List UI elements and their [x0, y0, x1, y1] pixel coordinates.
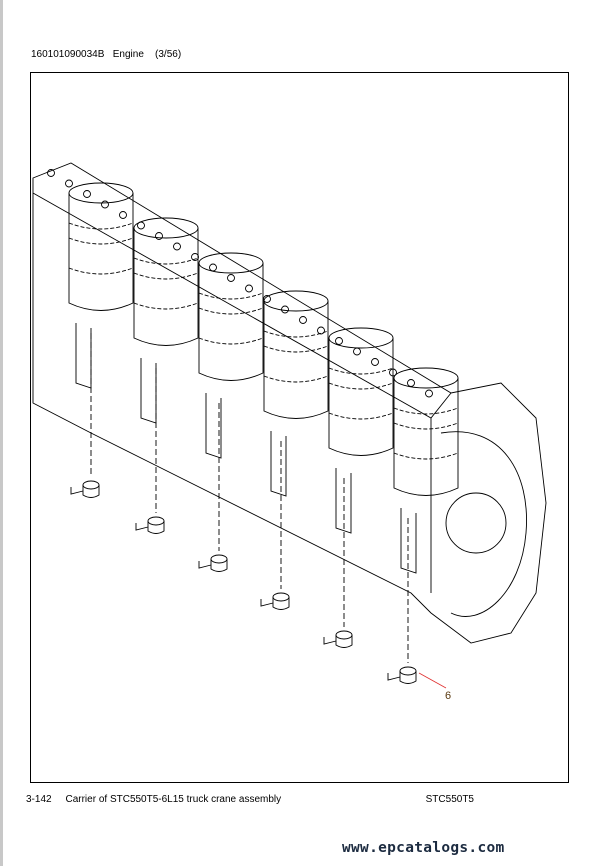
housing-bore [445, 492, 507, 554]
liner-band [198, 292, 264, 300]
nozzle-top [82, 480, 100, 490]
bolt-hole [47, 169, 55, 177]
bolt-hole [407, 379, 415, 387]
cylinder-liner [198, 263, 264, 381]
liner-band [263, 345, 329, 353]
main-bearing-web [75, 323, 92, 389]
liner-band [68, 237, 134, 245]
bolt-hole [227, 274, 235, 282]
liner-band [68, 222, 134, 230]
bolt-hole [83, 190, 91, 198]
cylinder-top [328, 327, 394, 349]
nozzle-body [147, 521, 165, 534]
liner-band [68, 267, 134, 275]
callout-label: 6 [445, 690, 451, 702]
liner-band [198, 307, 264, 315]
liner-band [263, 330, 329, 338]
part-number: 160101090034B [31, 49, 105, 60]
nozzle-pipe [135, 523, 149, 531]
page-edge [0, 0, 3, 866]
nozzle-top [399, 666, 417, 676]
footer-title: Carrier of STC550T5-6L15 truck crane ass… [65, 794, 282, 805]
flywheel-housing [440, 431, 527, 617]
nozzle-top [272, 592, 290, 602]
liner-band [393, 452, 459, 460]
drawing-frame: 6 [30, 72, 569, 783]
nozzle-body [210, 559, 228, 572]
liner-band [328, 367, 394, 375]
nozzle-top [335, 630, 353, 640]
liner-band [133, 272, 199, 280]
main-bearing-web [400, 508, 417, 574]
page-index: (3/56) [155, 49, 182, 60]
liner-band [328, 412, 394, 420]
nozzle-pipe [198, 561, 212, 569]
page-header: 160101090034B Engine (3/56) [31, 49, 181, 60]
main-bearing-web [270, 431, 287, 497]
nozzle-top [147, 516, 165, 526]
bolt-hole [245, 284, 253, 293]
main-bearing-web [140, 358, 157, 424]
liner-band [133, 302, 199, 310]
bolt-hole [173, 242, 181, 251]
liner-band [263, 375, 329, 383]
bolt-hole [155, 232, 163, 240]
leader-line [418, 672, 447, 689]
block-outline [32, 162, 547, 644]
section-name: Engine [112, 49, 144, 60]
nozzle-body [82, 485, 100, 498]
cylinder-liner [263, 301, 329, 419]
main-bearing-web [205, 393, 222, 459]
bolt-hole [281, 305, 289, 314]
model-name: STC550T5 [425, 794, 474, 805]
cylinder-liner [328, 338, 394, 456]
liner-band [198, 337, 264, 345]
nozzle-top [210, 554, 228, 564]
nozzle-body [335, 635, 353, 648]
bolt-hole [65, 179, 73, 188]
bolt-hole [299, 316, 307, 324]
page-number: 3-142 [26, 794, 52, 805]
cylinder-top [198, 252, 264, 274]
engine-block-drawing: 6 [32, 162, 547, 702]
liner-band [328, 382, 394, 390]
nozzle-pipe [70, 487, 84, 495]
bolt-hole [101, 200, 109, 209]
bolt-hole [371, 358, 379, 366]
bolt-hole [335, 337, 343, 345]
cylinder-liner [393, 378, 459, 496]
cylinder-top [68, 182, 134, 204]
cylinder-liner [133, 228, 199, 346]
bolt-hole [209, 263, 217, 272]
bolt-hole [317, 326, 325, 335]
bolt-hole [191, 253, 199, 261]
bolt-hole [353, 347, 361, 356]
nozzle-pipe [260, 599, 274, 607]
cylinder-liner [68, 193, 134, 311]
liner-band [133, 257, 199, 265]
nozzle-body [272, 597, 290, 610]
cylinder-top [263, 290, 329, 312]
nozzle-body [399, 671, 417, 684]
nozzle-pipe [387, 673, 401, 681]
main-bearing-web [335, 468, 352, 534]
bolt-hole [425, 389, 433, 398]
nozzle-pipe [323, 637, 337, 645]
watermark: www.epcatalogs.com [342, 840, 505, 856]
page-footer: 3-142 Carrier of STC550T5-6L15 truck cra… [26, 794, 281, 805]
liner-band [393, 407, 459, 415]
bolt-hole [263, 295, 271, 303]
liner-band [393, 422, 459, 430]
block-edge [32, 192, 452, 593]
bolt-hole [119, 211, 127, 219]
